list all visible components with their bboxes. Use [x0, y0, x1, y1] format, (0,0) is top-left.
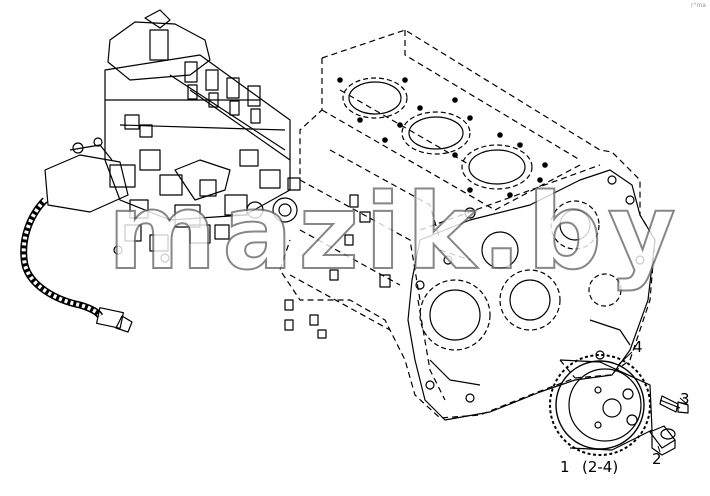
bolt-item-3	[659, 395, 689, 414]
block-side-fittings	[284, 194, 391, 339]
callout-4: 4	[633, 338, 643, 356]
bushing-item-2	[649, 425, 676, 456]
callout-2: 2	[652, 450, 662, 468]
head-bolt-holes	[337, 77, 548, 198]
corner-mark: r°ma	[691, 2, 706, 9]
callout-1-range: (2-4)	[582, 458, 619, 476]
wiring-harness	[20, 197, 133, 333]
timing-gear-assembly	[549, 354, 653, 456]
cylinder-bores	[342, 77, 533, 190]
leader-lines	[617, 351, 689, 453]
callout-3: 3	[680, 390, 690, 408]
callout-1: 1	[560, 458, 570, 476]
watermark: mazik.by	[107, 171, 682, 293]
injection-pump	[44, 9, 301, 263]
